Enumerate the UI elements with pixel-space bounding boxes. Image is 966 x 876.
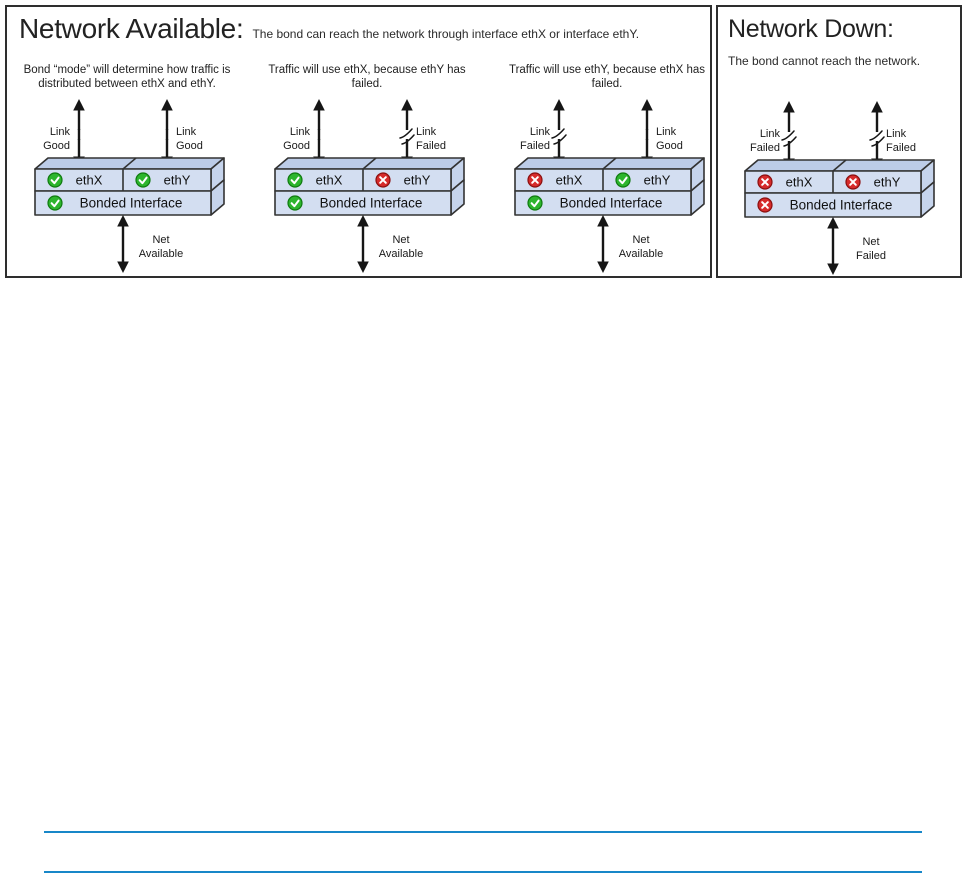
link-status-label: Link (886, 128, 907, 140)
net-status-label: Net (392, 234, 409, 246)
ethy-label: ethY (164, 173, 191, 188)
bond-diagram-graphic: Link Failed Link Failed (744, 101, 935, 275)
net-arrow (357, 215, 369, 273)
bond-diagram-graphic: Link Failed Link Good (514, 99, 705, 273)
bonded-interface-box (34, 157, 225, 216)
diagram-caption: Bond “mode” will determine how traffic i… (23, 64, 231, 90)
bond-diagram-both-good: Bond “mode” will determine how traffic i… (13, 61, 241, 277)
link-status-label: Link (760, 128, 781, 140)
bond-diagram-ethy-failed: Traffic will use ethX, because ethY has … (253, 61, 481, 277)
link-status-label: Failed (886, 142, 916, 154)
diagram-caption: Traffic will use ethX, because ethY has … (268, 64, 466, 90)
network-available-panel: Network Available: The bond can reach th… (5, 5, 712, 278)
arrow-up-head (73, 99, 85, 111)
net-status-label: Net (632, 234, 649, 246)
ethx-label: ethX (786, 175, 813, 190)
arrow-up-head (553, 99, 565, 111)
bond-diagram-ethx-failed: Traffic will use ethY, because ethX has … (493, 61, 721, 277)
bonded-interface-box (514, 157, 705, 216)
bonded-interface-label: Bonded Interface (560, 196, 663, 211)
network-down-panel: Network Down: The bond cannot reach the … (716, 5, 962, 278)
net-arrow (597, 215, 609, 273)
bond-diagram-all-failed: Link Failed Link Failed (723, 99, 951, 279)
ethx-label: ethX (556, 173, 583, 188)
horizontal-rule (44, 831, 922, 833)
link-break-icon (869, 130, 885, 147)
bonded-interface-label: Bonded Interface (790, 198, 893, 213)
net-status-label: Available (379, 248, 423, 260)
panel-title: Network Available: (19, 13, 244, 44)
ethx-status-icon (757, 174, 773, 190)
arrow-up-head (871, 101, 883, 113)
arrow-up-head (161, 99, 173, 111)
bond-row (274, 190, 452, 216)
panel-down-title-row: Network Down: The bond cannot reach the … (728, 15, 920, 68)
link-status-label: Good (176, 140, 203, 152)
diagram-caption: Traffic will use ethY, because ethX has … (508, 64, 706, 90)
link-break-icon (781, 130, 797, 147)
arrow-up-head (313, 99, 325, 111)
net-status-label: Net (862, 236, 879, 248)
arrow-up-head (401, 99, 413, 111)
ethx-status-icon (47, 172, 63, 188)
bonded-interface-label: Bonded Interface (320, 196, 423, 211)
link-status-label: Good (283, 140, 310, 152)
bond-status-icon (287, 195, 303, 211)
net-status-label: Net (152, 234, 169, 246)
net-status-label: Available (619, 248, 663, 260)
net-arrow (117, 215, 129, 273)
bond-diagram-graphic: Link Good Link Good (34, 99, 225, 273)
arrow-up-head (641, 99, 653, 111)
ethy-status-icon (845, 174, 861, 190)
panel-subtitle: The bond cannot reach the network. (728, 54, 921, 68)
ethy-label: ethY (644, 173, 671, 188)
link-status-label: Link (656, 126, 677, 138)
bond-status-icon (527, 195, 543, 211)
ethy-label: ethY (404, 173, 431, 188)
ethy-label: ethY (874, 175, 901, 190)
bonded-interface-label: Bonded Interface (80, 196, 183, 211)
panel-subtitle: The bond can reach the network through i… (252, 27, 640, 41)
horizontal-rule (44, 871, 922, 873)
net-arrow (827, 217, 839, 275)
net-status-label: Failed (856, 250, 886, 262)
link-break-icon (399, 128, 415, 145)
panel-available-title-row: Network Available: The bond can reach th… (19, 13, 639, 45)
panel-title: Network Down: (728, 15, 894, 43)
bond-diagram-graphic: Link Good Link Failed (274, 99, 465, 273)
arrow-up-head (783, 101, 795, 113)
link-break-icon (551, 128, 567, 145)
bond-status-icon (47, 195, 63, 211)
ethx-label: ethX (76, 173, 103, 188)
link-status-label: Failed (750, 142, 780, 154)
link-status-label: Link (50, 126, 71, 138)
bonded-interface-box (274, 157, 465, 216)
ethx-status-icon (527, 172, 543, 188)
bond-row (514, 190, 692, 216)
bonded-interface-box (744, 159, 935, 218)
bond-status-icon (757, 197, 773, 213)
ethy-status-icon (135, 172, 151, 188)
link-status-label: Failed (520, 140, 550, 152)
ethx-label: ethX (316, 173, 343, 188)
ethy-status-icon (615, 172, 631, 188)
bond-row (744, 192, 922, 218)
ethy-status-icon (375, 172, 391, 188)
link-status-label: Link (416, 126, 437, 138)
link-status-label: Failed (416, 140, 446, 152)
link-status-label: Good (43, 140, 70, 152)
link-status-label: Link (176, 126, 197, 138)
link-status-label: Link (290, 126, 311, 138)
link-status-label: Good (656, 140, 683, 152)
net-status-label: Available (139, 248, 183, 260)
ethx-status-icon (287, 172, 303, 188)
link-status-label: Link (530, 126, 551, 138)
